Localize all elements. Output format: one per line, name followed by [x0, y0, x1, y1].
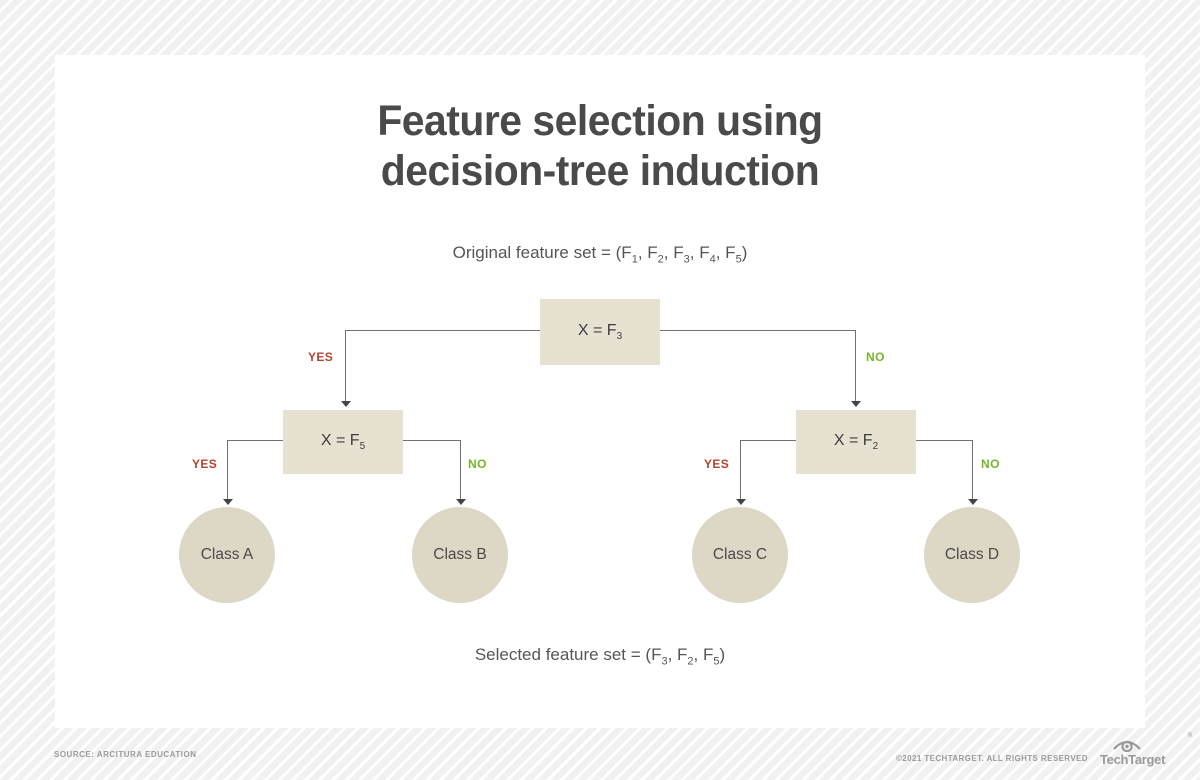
registered-mark: ®: [1187, 733, 1192, 739]
content-card: [55, 55, 1145, 728]
decision-node-root: X = F3: [540, 299, 660, 365]
branch-label-no-left: NO: [468, 457, 487, 471]
original-feature-set-text: Original feature set = (F1, F2, F3, F4, …: [452, 243, 748, 266]
leaf-class-c: Class C: [692, 507, 788, 603]
node-left-label: X = F5: [320, 431, 366, 453]
branch-label-yes-root: YES: [308, 350, 334, 364]
branch-label-yes-left: YES: [192, 457, 218, 471]
node-root-label: X = F3: [577, 321, 623, 343]
connector-root-yes-arrow: [340, 330, 351, 407]
techtarget-wordmark: TechTarget: [1100, 752, 1166, 767]
leaf-class-a: Class A: [179, 507, 275, 603]
leaf-class-b-label: Class B: [433, 546, 487, 563]
connector-root-no-arrow: [850, 330, 861, 407]
page-title-line2: decision-tree induction: [380, 147, 820, 195]
leaf-class-d-label: Class D: [944, 546, 1000, 563]
selected-feature-set-text: Selected feature set = (F3, F2, F5): [474, 645, 726, 668]
copyright-text: ©2021 TECHTARGET. ALL RIGHTS RESERVED: [896, 754, 1088, 763]
leaf-class-c-label: Class C: [712, 546, 768, 563]
decision-node-right: X = F2: [796, 410, 916, 474]
leaf-class-a-label: Class A: [200, 546, 254, 563]
source-credit: SOURCE: ARCITURA EDUCATION: [54, 750, 197, 759]
techtarget-logo: TechTarget: [1100, 735, 1166, 767]
branch-label-no-right: NO: [981, 457, 1000, 471]
connector-classC-arrow: [735, 440, 746, 505]
connector-classA-arrow: [222, 440, 233, 505]
connector-classD-arrow: [967, 440, 978, 505]
leaf-class-d: Class D: [924, 507, 1020, 603]
leaf-class-b: Class B: [412, 507, 508, 603]
page-title-line1: Feature selection using: [377, 97, 823, 145]
branch-label-no-root: NO: [866, 350, 885, 364]
connector-classB-arrow: [455, 440, 466, 505]
branch-label-yes-right: YES: [704, 457, 730, 471]
eye-icon: [1113, 740, 1141, 752]
node-right-label: X = F2: [833, 431, 879, 453]
decision-node-left: X = F5: [283, 410, 403, 474]
